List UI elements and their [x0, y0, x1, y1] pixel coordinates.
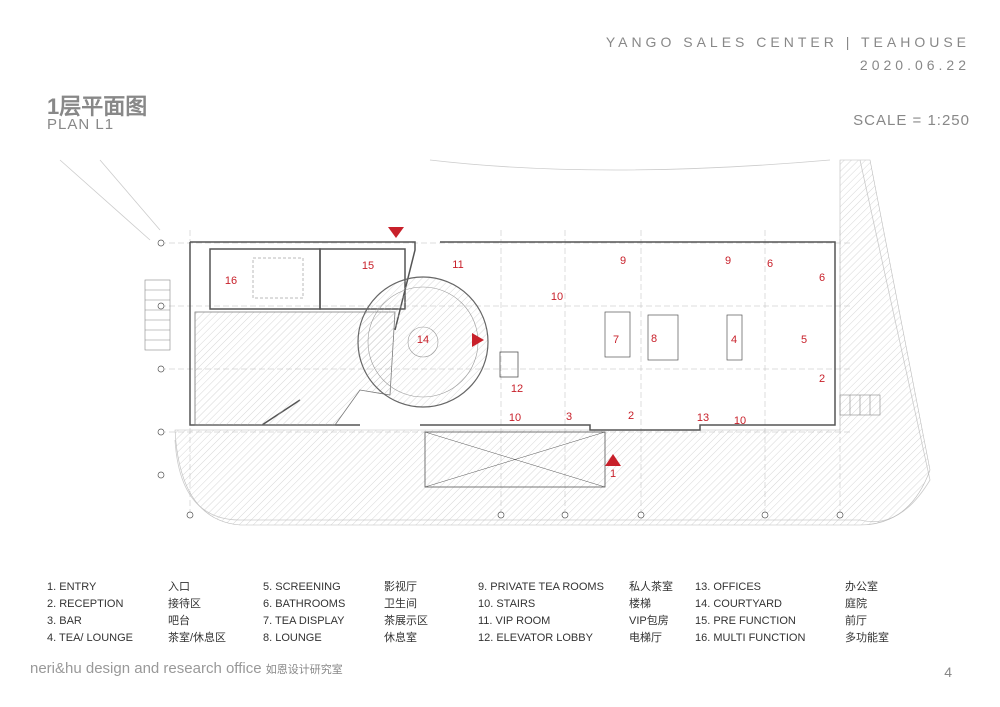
project-title: YANGO SALES CENTER | TEAHOUSE [605, 34, 970, 50]
legend-en-col-2: 5. SCREENING 6. BATHROOMS 7. TEA DISPLAY 8.… [263, 579, 345, 647]
entry-arrow-courtyard [472, 333, 484, 347]
legend-item: 14. COURTYARD [695, 598, 783, 610]
room-label: 10 [550, 291, 564, 303]
legend-cn-col-4: 办公室庭院前厅多功能室 [845, 579, 889, 647]
legend-item: 5. SCREENING [263, 581, 341, 593]
legend-cn-col-1: 入口接待区吧台茶室/休息区 [168, 579, 226, 647]
legend-item-cn: 吧台 [168, 615, 190, 627]
firm-footer: neri&hu design and research office 如恩设计研… [30, 660, 343, 677]
seating-grid [252, 257, 304, 299]
legend-en-col-4: 13. OFFICES 14. COURTYARD 15. PRE FUNCTION… [695, 579, 805, 647]
room-label: 15 [361, 260, 375, 272]
legend-item-cn: 接待区 [168, 598, 201, 610]
entry-arrow-main [605, 454, 621, 466]
plan-title-en: PLAN L1 [47, 116, 115, 133]
legend-item-cn: 茶室/休息区 [168, 632, 227, 644]
legend-item: 8. LOUNGE [263, 632, 322, 644]
room-label: 3 [565, 411, 573, 423]
plan-title-cn: 1层平面图 [47, 94, 148, 119]
date: 2020.06.22 [859, 57, 970, 73]
room-label: 10 [733, 415, 747, 427]
room-label: 7 [612, 334, 620, 346]
room-label: 6 [818, 272, 826, 284]
legend-item: 16. MULTI FUNCTION [695, 632, 806, 644]
room-label: 2 [627, 410, 635, 422]
room-label: 10 [508, 412, 522, 424]
room-label: 9 [724, 255, 732, 267]
legend-item: 11. VIP ROOM [478, 615, 551, 627]
legend-en-col-3: 9. PRIVATE TEA ROOMS 10. STAIRS 11. VIP RO… [478, 579, 604, 647]
legend-item-cn: 多功能室 [845, 632, 889, 644]
legend-item-cn: 休息室 [384, 632, 417, 644]
legend-item: 3. BAR [47, 615, 82, 627]
grid-bubbles [157, 239, 844, 519]
legend-item-cn: 影视厅 [384, 581, 417, 593]
legend-item-cn: 私人茶室 [629, 581, 673, 593]
legend-item-cn: 卫生间 [384, 598, 417, 610]
legend-item: 13. OFFICES [695, 581, 762, 593]
landscape-hatch [174, 159, 931, 526]
room-label: 12 [510, 383, 524, 395]
legend-item-cn: 电梯厅 [629, 632, 662, 644]
legend-item: 12. ELEVATOR LOBBY [478, 632, 593, 644]
legend-item: 9. PRIVATE TEA ROOMS [478, 581, 604, 593]
firm-name: neri&hu design and research office [30, 660, 262, 677]
legend-item-cn: 楼梯 [629, 598, 651, 610]
legend-item: 2. RECEPTION [47, 598, 124, 610]
legend-item-cn: 庭院 [845, 598, 867, 610]
entry-arrows [388, 227, 621, 466]
legend-item-cn: VIP包房 [629, 615, 669, 627]
room-label: 11 [452, 259, 464, 271]
entry-arrow-north [388, 227, 404, 238]
room-label: 13 [696, 412, 710, 424]
legend-item-cn: 茶展示区 [384, 615, 428, 627]
room-label: 9 [619, 255, 627, 267]
page-number: 4 [944, 664, 952, 680]
courtyard [357, 276, 489, 408]
room-label: 1 [609, 468, 617, 480]
room-label: 16 [224, 275, 238, 287]
legend-item: 1. ENTRY [47, 581, 97, 593]
legend-en-col-1: 1. ENTRY 2. RECEPTION 3. BAR 4. TEA/ LOUNGE [47, 579, 133, 647]
room-label: 8 [650, 333, 658, 345]
legend-item-cn: 前厅 [845, 615, 867, 627]
legend-item-cn: 入口 [168, 581, 190, 593]
firm-name-cn: 如恩设计研究室 [265, 664, 343, 676]
legend-item: 6. BATHROOMS [263, 598, 346, 610]
stair [144, 279, 881, 416]
room-label: 14 [416, 334, 430, 346]
scale-label: SCALE = 1:250 [853, 112, 970, 129]
legend-item-cn: 办公室 [845, 581, 878, 593]
legend-item: 10. STAIRS [478, 598, 536, 610]
room-label: 4 [730, 334, 738, 346]
legend-cn-col-2: 影视厅卫生间茶展示区休息室 [384, 579, 428, 647]
room-label: 2 [818, 373, 826, 385]
room-label: 6 [766, 258, 774, 270]
legend-item: 15. PRE FUNCTION [695, 615, 796, 627]
legend-item: 7. TEA DISPLAY [263, 615, 345, 627]
legend-cn-col-3: 私人茶室楼梯 VIP包房电梯厅 [629, 579, 673, 647]
legend-item: 4. TEA/ LOUNGE [47, 632, 133, 644]
room-label: 5 [800, 334, 808, 346]
